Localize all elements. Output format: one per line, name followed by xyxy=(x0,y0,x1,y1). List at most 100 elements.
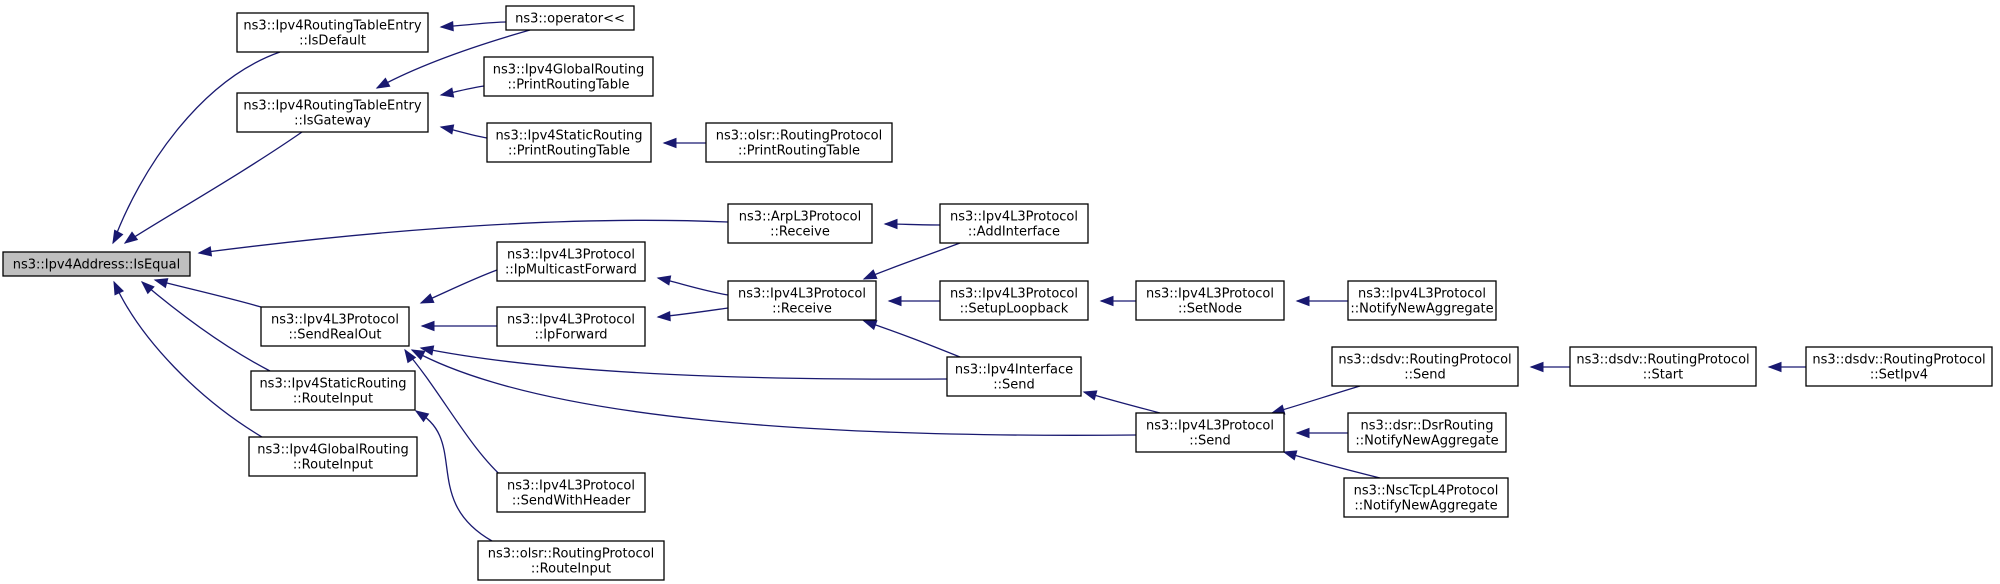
call-nodes: ns3::Ipv4Address::IsEqual ns3::Ipv4Routin… xyxy=(2,5,1993,581)
edge-line xyxy=(863,242,961,280)
node-label: ns3::Ipv4L3Protocol xyxy=(1358,287,1486,302)
node-label: ::SetIpv4 xyxy=(1870,368,1928,383)
node-label: ::SendRealOut xyxy=(288,328,381,343)
edge-if_send-to-l3_recv xyxy=(862,320,961,358)
node-l3-sendreal[interactable]: ns3::Ipv4L3Protocol::SendRealOut xyxy=(260,306,410,347)
node-label: ns3::Ipv4L3Protocol xyxy=(507,248,635,263)
arrowhead xyxy=(887,295,902,307)
node-static-rin[interactable]: ns3::Ipv4StaticRouting::RouteInput xyxy=(250,370,416,411)
node-l3-mcast[interactable]: ns3::Ipv4L3Protocol::IpMulticastForward xyxy=(496,241,646,282)
node-rte-gateway[interactable]: ns3::Ipv4RoutingTableEntry::IsGateway xyxy=(236,92,429,133)
node-label: ::NotifyNewAggregate xyxy=(1355,434,1498,449)
node-label: ::RouteInput xyxy=(293,392,373,407)
node-box xyxy=(727,203,873,244)
node-label: ns3::operator<< xyxy=(515,12,625,27)
edge-olsr_print-to-static_print xyxy=(662,137,707,149)
arrowhead xyxy=(862,320,878,331)
arrowhead xyxy=(419,293,435,304)
arrowhead xyxy=(656,275,672,286)
node-label: ::SetupLoopback xyxy=(960,302,1069,317)
node-box xyxy=(483,56,654,97)
edge-nsc_notify-to-l3_send xyxy=(1282,450,1381,479)
node-label: ns3::Ipv4GlobalRouting xyxy=(257,443,408,458)
node-box xyxy=(496,241,646,282)
node-dsdv-send[interactable]: ns3::dsdv::RoutingProtocol::Send xyxy=(1331,346,1519,387)
node-box xyxy=(250,370,416,411)
node-label: ns3::Ipv4StaticRouting xyxy=(259,377,406,392)
node-label: ::Send xyxy=(1189,434,1231,449)
edge-l3_recv-to-l3_ipfwd xyxy=(656,307,729,322)
node-label: ::IpMulticastForward xyxy=(505,263,637,278)
node-l3-loop[interactable]: ns3::Ipv4L3Protocol::SetupLoopback xyxy=(939,280,1089,321)
node-label: ::PrintRoutingTable xyxy=(738,144,860,159)
arrowhead xyxy=(420,320,435,332)
node-box xyxy=(505,5,635,31)
edge-line xyxy=(411,349,1137,436)
arrowhead xyxy=(656,310,671,322)
node-op-out[interactable]: ns3::operator<< xyxy=(505,5,635,31)
node-l3-recv[interactable]: ns3::Ipv4L3Protocol::Receive xyxy=(727,280,877,321)
node-box xyxy=(705,122,893,163)
node-olsr-rin[interactable]: ns3::olsr::RoutingProtocol::RouteInput xyxy=(477,540,665,581)
node-label: ::Receive xyxy=(772,302,832,317)
arrowhead xyxy=(113,280,125,296)
node-l3-notify[interactable]: ns3::Ipv4L3Protocol::NotifyNewAggregate xyxy=(1347,280,1497,321)
node-box xyxy=(1347,280,1497,321)
node-glob-rin[interactable]: ns3::Ipv4GlobalRouting::RouteInput xyxy=(248,436,418,477)
edge-line xyxy=(376,29,531,89)
node-label: ns3::dsdv::RoutingProtocol xyxy=(1338,353,1511,368)
edge-l3_send-to-if_send xyxy=(1082,390,1161,414)
node-rte-default[interactable]: ns3::Ipv4RoutingTableEntry::IsDefault xyxy=(236,12,429,53)
node-dsdv-setipv4[interactable]: ns3::dsdv::RoutingProtocol::SetIpv4 xyxy=(1805,346,1993,387)
node-box xyxy=(1569,346,1757,387)
arrowhead xyxy=(140,281,155,295)
node-l3-setnode[interactable]: ns3::Ipv4L3Protocol::SetNode xyxy=(1135,280,1285,321)
node-box xyxy=(2,251,191,277)
edge-l3_notify-to-l3_setnode xyxy=(1295,295,1349,307)
edge-line xyxy=(404,349,507,481)
node-label: ::RouteInput xyxy=(293,458,373,473)
arrowhead xyxy=(439,87,455,98)
node-if-send[interactable]: ns3::Ipv4Interface::Send xyxy=(946,356,1082,397)
node-label: ns3::dsdv::RoutingProtocol xyxy=(1812,353,1985,368)
node-label: ::AddInterface xyxy=(968,225,1060,240)
node-box xyxy=(939,203,1089,244)
edge-line xyxy=(863,320,961,358)
arrowhead xyxy=(662,137,677,149)
edge-dsr_notify-to-l3_send xyxy=(1295,427,1349,439)
node-label: ns3::Ipv4L3Protocol xyxy=(950,210,1078,225)
node-box xyxy=(1347,412,1507,453)
node-label: ::RouteInput xyxy=(531,562,611,577)
node-l3-sendhdr[interactable]: ns3::Ipv4L3Protocol::SendWithHeader xyxy=(496,472,646,513)
node-static-print[interactable]: ns3::Ipv4StaticRouting::PrintRoutingTabl… xyxy=(486,122,652,163)
node-l3-send[interactable]: ns3::Ipv4L3Protocol::Send xyxy=(1135,412,1285,453)
node-l3-ipfwd[interactable]: ns3::Ipv4L3Protocol::IpForward xyxy=(496,306,646,347)
arrowhead xyxy=(1295,295,1310,307)
node-label: ::SendWithHeader xyxy=(512,494,631,509)
node-dsdv-start[interactable]: ns3::dsdv::RoutingProtocol::Start xyxy=(1569,346,1757,387)
node-nsc-notify[interactable]: ns3::NscTcpL4Protocol::NotifyNewAggregat… xyxy=(1343,477,1509,518)
edge-line xyxy=(198,219,729,254)
node-box xyxy=(1343,477,1509,518)
edge-rte_gateway-to-root xyxy=(123,131,303,244)
node-l3-addif[interactable]: ns3::Ipv4L3Protocol::AddInterface xyxy=(939,203,1089,244)
node-box xyxy=(248,436,418,477)
node-dsr-notify[interactable]: ns3::dsr::DsrRouting::NotifyNewAggregate xyxy=(1347,412,1507,453)
node-label: ns3::Ipv4Interface xyxy=(955,363,1073,378)
node-label: ns3::dsdv::RoutingProtocol xyxy=(1576,353,1749,368)
node-olsr-print[interactable]: ns3::olsr::RoutingProtocol::PrintRouting… xyxy=(705,122,893,163)
node-label: ::PrintRoutingTable xyxy=(508,144,630,159)
node-label: ns3::Ipv4RoutingTableEntry xyxy=(243,19,421,34)
node-label: ::NotifyNewAggregate xyxy=(1354,499,1497,514)
node-root[interactable]: ns3::Ipv4Address::IsEqual xyxy=(2,251,191,277)
node-label: ::SetNode xyxy=(1178,302,1242,317)
node-arp-recv[interactable]: ns3::ArpL3Protocol::Receive xyxy=(727,203,873,244)
node-box xyxy=(496,306,646,347)
edge-glob_print-to-rte_gateway xyxy=(439,85,485,98)
node-box xyxy=(236,12,429,53)
edge-olsr_rin-to-static_rin xyxy=(414,410,493,542)
node-label: ns3::NscTcpL4Protocol xyxy=(1354,484,1499,499)
node-glob-print[interactable]: ns3::Ipv4GlobalRouting::PrintRoutingTabl… xyxy=(483,56,654,97)
edge-dsdv_setipv4-to-dsdv_start xyxy=(1767,361,1806,373)
arrowhead xyxy=(375,77,391,89)
